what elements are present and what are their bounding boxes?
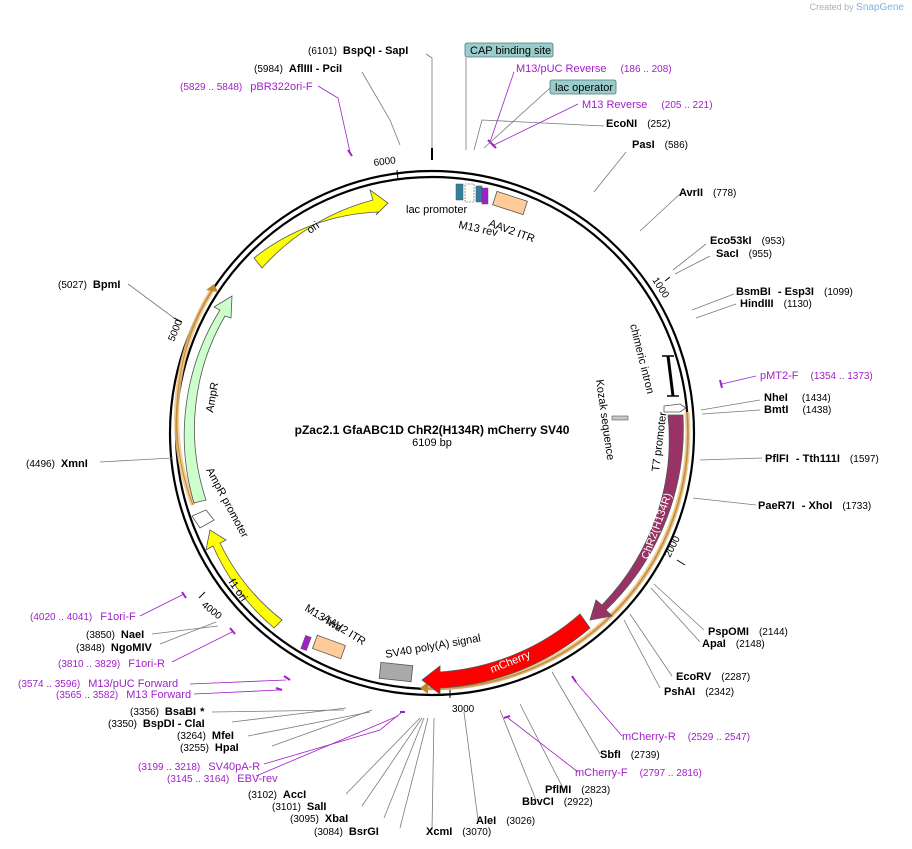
enzyme-afliii: (5984)AflIII - PciI	[254, 63, 342, 75]
enzyme-paer7i: PaeR7I - XhoI(1733)	[758, 500, 871, 512]
lac-operator-box	[475, 185, 483, 203]
mcherry-arrow	[421, 613, 591, 695]
chimeric-intron-mark	[666, 355, 675, 397]
ori-label: ori	[305, 220, 322, 237]
m13fwd-box	[300, 635, 312, 651]
enzyme-ecorv: EcoRV(2287)	[676, 671, 750, 683]
plasmid-name: pZac2.1 GfaABC1D ChR2(H134R) mCherry SV4…	[295, 423, 570, 437]
enzyme-bbvci: BbvCI(2922)	[522, 796, 593, 808]
m13rev-box	[481, 187, 489, 205]
enzyme-bpmi: (5027)BpmI	[58, 279, 120, 291]
orf-arrowhead-left	[206, 284, 218, 292]
svg-text:4000: 4000	[199, 600, 224, 623]
lac-promoter-label: lac promoter	[406, 204, 467, 216]
primer-f1ori-f: (4020 .. 4041)F1ori-F	[30, 611, 136, 623]
aav2itr-bottom-box	[311, 634, 347, 660]
enzyme-eco53ki: Eco53kI(953)	[710, 235, 785, 247]
svg-text:6000: 6000	[373, 155, 397, 169]
cap-binding-site-box	[464, 42, 554, 58]
enzyme-bmti: BmtI(1438)	[764, 404, 831, 416]
enzyme-bspdi: (3350)BspDI - ClaI	[108, 718, 205, 730]
enzyme-pasi: PasI(586)	[632, 139, 688, 151]
f1ori-arrow	[205, 529, 283, 629]
enzyme-hindiii: HindIII(1130)	[740, 298, 812, 310]
snapgene-logo: SnapGene	[856, 2, 904, 13]
sv40pa-box	[378, 661, 414, 683]
svg-text:1000: 1000	[649, 276, 671, 301]
enzyme-pspomi: PspOMI(2144)	[708, 626, 788, 638]
enzyme-bsmbi: BsmBI - Esp3I(1099)	[736, 286, 853, 298]
enzyme-econi: EcoNI(252)	[606, 118, 671, 130]
snapgene-watermark: Created by SnapGene	[809, 2, 904, 13]
enzyme-ngomiv: (3848)NgoMIV	[76, 642, 153, 654]
enzyme-apai: ApaI(2148)	[702, 638, 765, 650]
aav2itr-top-box	[492, 190, 528, 216]
primer-pmt2-f: pMT2-F(1354 .. 1373)	[760, 370, 873, 382]
lac-operator-label-box	[549, 79, 617, 95]
orf-highlight-left-line	[176, 289, 213, 506]
enzyme-xcmi: XcmI(3070)	[426, 826, 491, 838]
tick-1000: 1000	[649, 276, 671, 301]
ampr-arrow	[183, 295, 233, 504]
ori-arrow	[253, 188, 389, 269]
primer-m13-reverse: M13 Reverse(205 .. 221)	[582, 99, 713, 111]
primer-m13puc-reverse: M13/pUC Reverse(186 .. 208)	[516, 63, 672, 75]
ampr-promoter-label: AmpR promoter	[203, 466, 250, 540]
enzyme-pflmi: PflMI(2823)	[545, 784, 610, 796]
orf-arrowhead-right	[420, 682, 428, 694]
ampr-label: AmpR	[204, 381, 221, 413]
t7-promoter-arrow	[663, 403, 687, 413]
kozak-box	[611, 415, 629, 421]
box-leaders	[465, 58, 551, 150]
enzyme-sali: (3101)SalI	[272, 801, 326, 813]
enzyme-leaders	[99, 53, 763, 831]
chimeric-intron-label: chimeric intron	[627, 323, 656, 395]
chr2-arrow	[589, 414, 684, 621]
tick-6000: 6000	[373, 155, 399, 181]
svg-text:5000: 5000	[167, 318, 186, 343]
svg-text:3000: 3000	[452, 704, 475, 715]
enzyme-xmni: (4496)XmnI	[26, 458, 88, 470]
primer-m13-forward: (3565 .. 3582)M13 Forward	[56, 689, 191, 701]
orf-highlight-right-line	[427, 411, 689, 689]
enzyme-pflfi: PflFI - Tth111I(1597)	[765, 453, 879, 465]
enzyme-saci: SacI(955)	[716, 248, 772, 260]
lac-promoter-box	[455, 183, 464, 201]
enzyme-pshai: PshAI(2342)	[664, 686, 734, 698]
enzyme-xbai: (3095)XbaI	[290, 813, 348, 825]
enzyme-hpai: (3255)HpaI	[180, 742, 239, 754]
enzyme-bsabi: (3356)BsaBI*	[130, 706, 205, 718]
plasmid-length: 6109 bp	[412, 437, 452, 449]
primer-marks	[181, 139, 723, 719]
primer-sv40pa-r: (3199 .. 3218)SV40pA-R	[138, 761, 260, 773]
t7-promoter-label: T7 promoter	[650, 411, 669, 472]
primer-ebv-rev: (3145 .. 3164)EBV-rev	[167, 773, 278, 785]
lac-promoter-arrow-box	[464, 183, 475, 203]
enzyme-nhei: NheI(1434)	[764, 392, 831, 404]
enzyme-bspqi: (6101)BspQI - SapI	[308, 45, 408, 57]
cap-binding-site-label: CAP binding site	[470, 45, 551, 57]
backbone-outer	[168, 169, 696, 697]
primer-m13puc-forward: (3574 .. 3596)M13/pUC Forward	[18, 678, 178, 690]
enzyme-avrii: AvrII(778)	[679, 187, 736, 199]
enzyme-sbfi: SbfI(2739)	[600, 749, 660, 761]
enzyme-bsrgi: (3084)BsrGI	[314, 826, 379, 838]
sv40pa-label: SV40 poly(A) signal	[384, 632, 481, 661]
enzyme-mfei: (3264)MfeI	[177, 730, 234, 742]
primer-f1ori-r: (3810 .. 3829)F1ori-R	[58, 658, 165, 670]
tick-5000: 5000	[167, 317, 186, 343]
enzyme-alei: AleI(3026)	[476, 815, 535, 827]
enzyme-acci: (3102)AccI	[248, 789, 306, 801]
primer-mcherry-r: mCherry-R(2529 .. 2547)	[622, 731, 750, 743]
ampr-promoter-arrow	[191, 509, 215, 529]
primer-mcherry-f: mCherry-F(2797 .. 2816)	[575, 767, 702, 779]
primer-pbr322ori-f: (5829 .. 5848)pBR322ori-F	[180, 81, 313, 93]
primer-leaders	[139, 71, 757, 777]
enzyme-naei: (3850)NaeI	[86, 629, 144, 641]
tick-4000: 4000	[198, 591, 224, 623]
lac-operator-label: lac operator	[555, 82, 613, 94]
